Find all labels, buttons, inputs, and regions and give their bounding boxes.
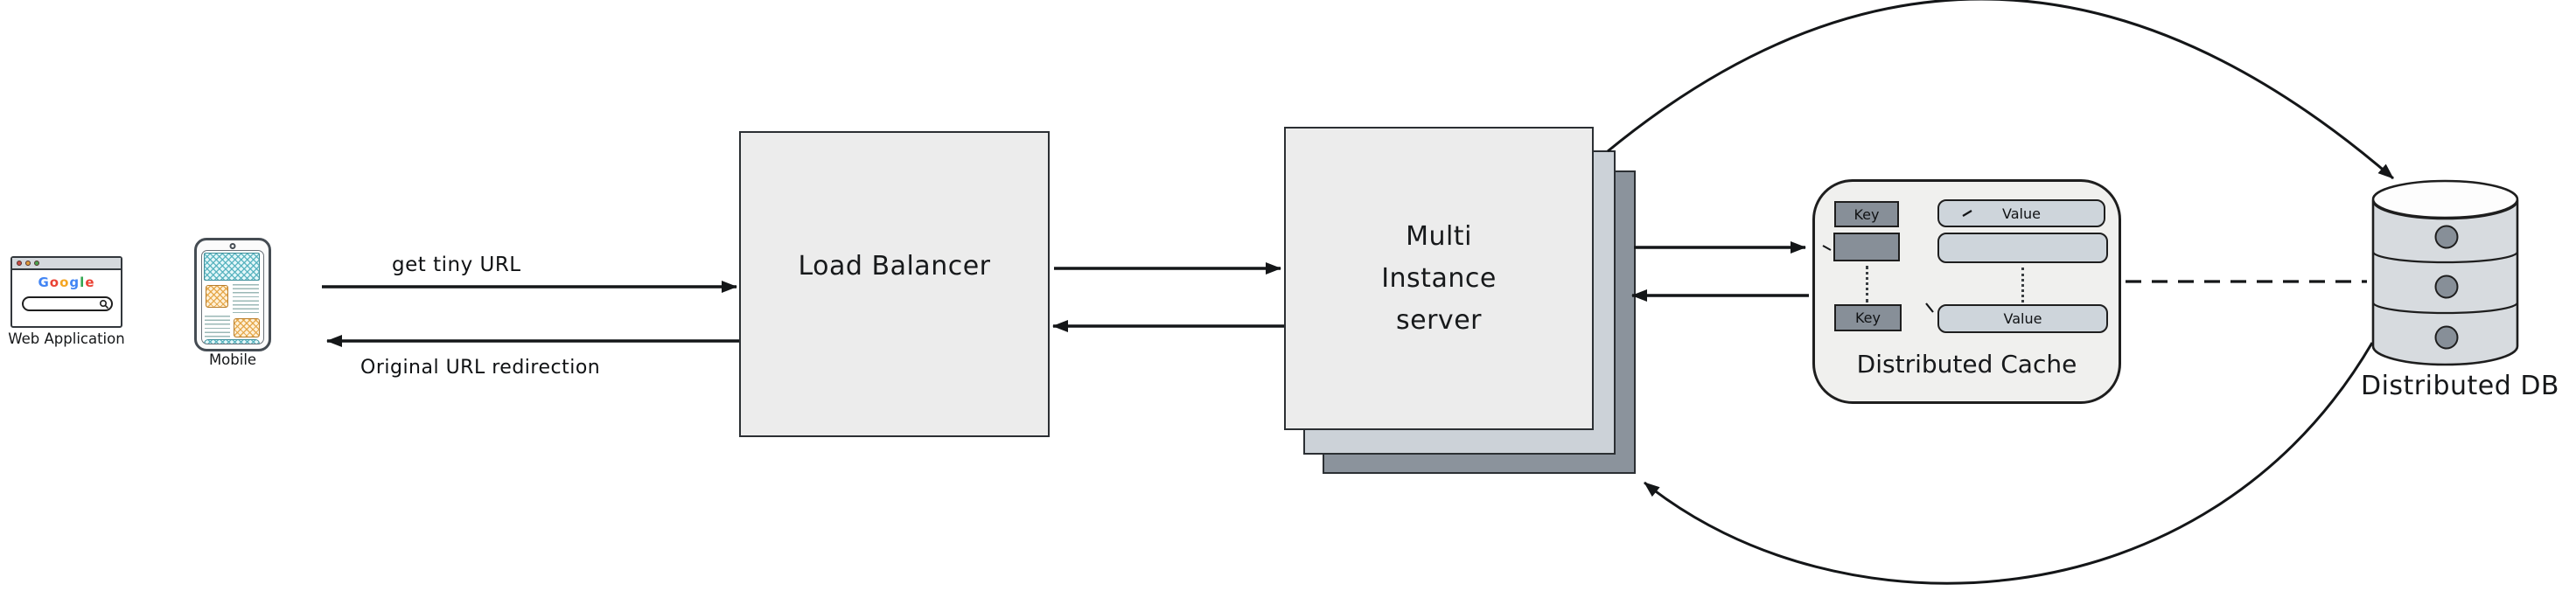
- server-label-line: Multi: [1406, 220, 1472, 252]
- mobile-phone-icon: [194, 238, 271, 351]
- cache-key-ellipsis: [1866, 266, 1868, 302]
- mobile-label: Mobile: [208, 351, 257, 368]
- magnifier-icon: [99, 299, 109, 309]
- google-letter: l: [80, 275, 86, 290]
- multi-instance-server-node: Multi Instance server: [1284, 127, 1594, 430]
- google-logo-text: Google: [12, 275, 121, 290]
- db-dot-icon: [2434, 225, 2459, 249]
- db-body: [2371, 199, 2519, 366]
- get-tiny-url-label: get tiny URL: [392, 254, 521, 276]
- db-dot-icon: [2434, 275, 2459, 299]
- cache-value-cell: Value: [1937, 304, 2108, 333]
- db-band-separator: [2371, 251, 2519, 264]
- cache-value-cell: [1937, 233, 2108, 263]
- db-dot-icon: [2434, 325, 2459, 350]
- mobile-hero-image: [204, 253, 260, 281]
- search-bar: [22, 296, 113, 311]
- arrow-server-to-db-curve: [1607, 0, 2394, 180]
- google-letter: G: [38, 275, 50, 290]
- server-label-line: Instance: [1381, 262, 1497, 294]
- mobile-footer-bar: [204, 339, 260, 344]
- load-balancer-label: Load Balancer: [798, 251, 991, 282]
- db-band-separator: [2371, 302, 2519, 315]
- db-top-ellipse: [2371, 179, 2519, 219]
- distributed-cache-label: Distributed Cache: [1856, 350, 2077, 379]
- cache-value-ellipsis: [2021, 268, 2024, 302]
- mobile-image-block: [234, 318, 260, 337]
- google-letter: g: [69, 275, 80, 290]
- distributed-db-label: Distributed DB: [2360, 371, 2560, 401]
- server-label-line: server: [1396, 304, 1482, 336]
- browser-titlebar: [12, 258, 121, 270]
- mobile-screen: [201, 250, 264, 344]
- cache-key-cell: [1833, 233, 1900, 261]
- original-url-redirection-label: Original URL redirection: [360, 357, 601, 379]
- cache-key-cell: Key: [1834, 201, 1899, 227]
- camera-dot-icon: [229, 243, 236, 249]
- mobile-text-block: [205, 316, 230, 338]
- google-letter: o: [59, 275, 70, 290]
- browser-window-icon: Google: [10, 256, 122, 328]
- traffic-light-red-icon: [17, 261, 22, 266]
- google-letter: o: [49, 275, 60, 290]
- mobile-image-block: [206, 285, 228, 308]
- web-application-label: Web Application: [8, 330, 125, 347]
- mobile-text-block: [233, 284, 259, 313]
- traffic-light-green-icon: [34, 261, 39, 266]
- distributed-cache-node: Key Key Value Value Distributed Cache: [1812, 179, 2121, 404]
- google-letter: e: [85, 275, 95, 290]
- traffic-light-yellow-icon: [25, 261, 31, 266]
- load-balancer-node: Load Balancer: [739, 131, 1050, 437]
- cache-value-cell: Value: [1937, 199, 2105, 227]
- cache-key-cell: Key: [1834, 304, 1902, 331]
- database-cylinder-icon: [2371, 179, 2519, 366]
